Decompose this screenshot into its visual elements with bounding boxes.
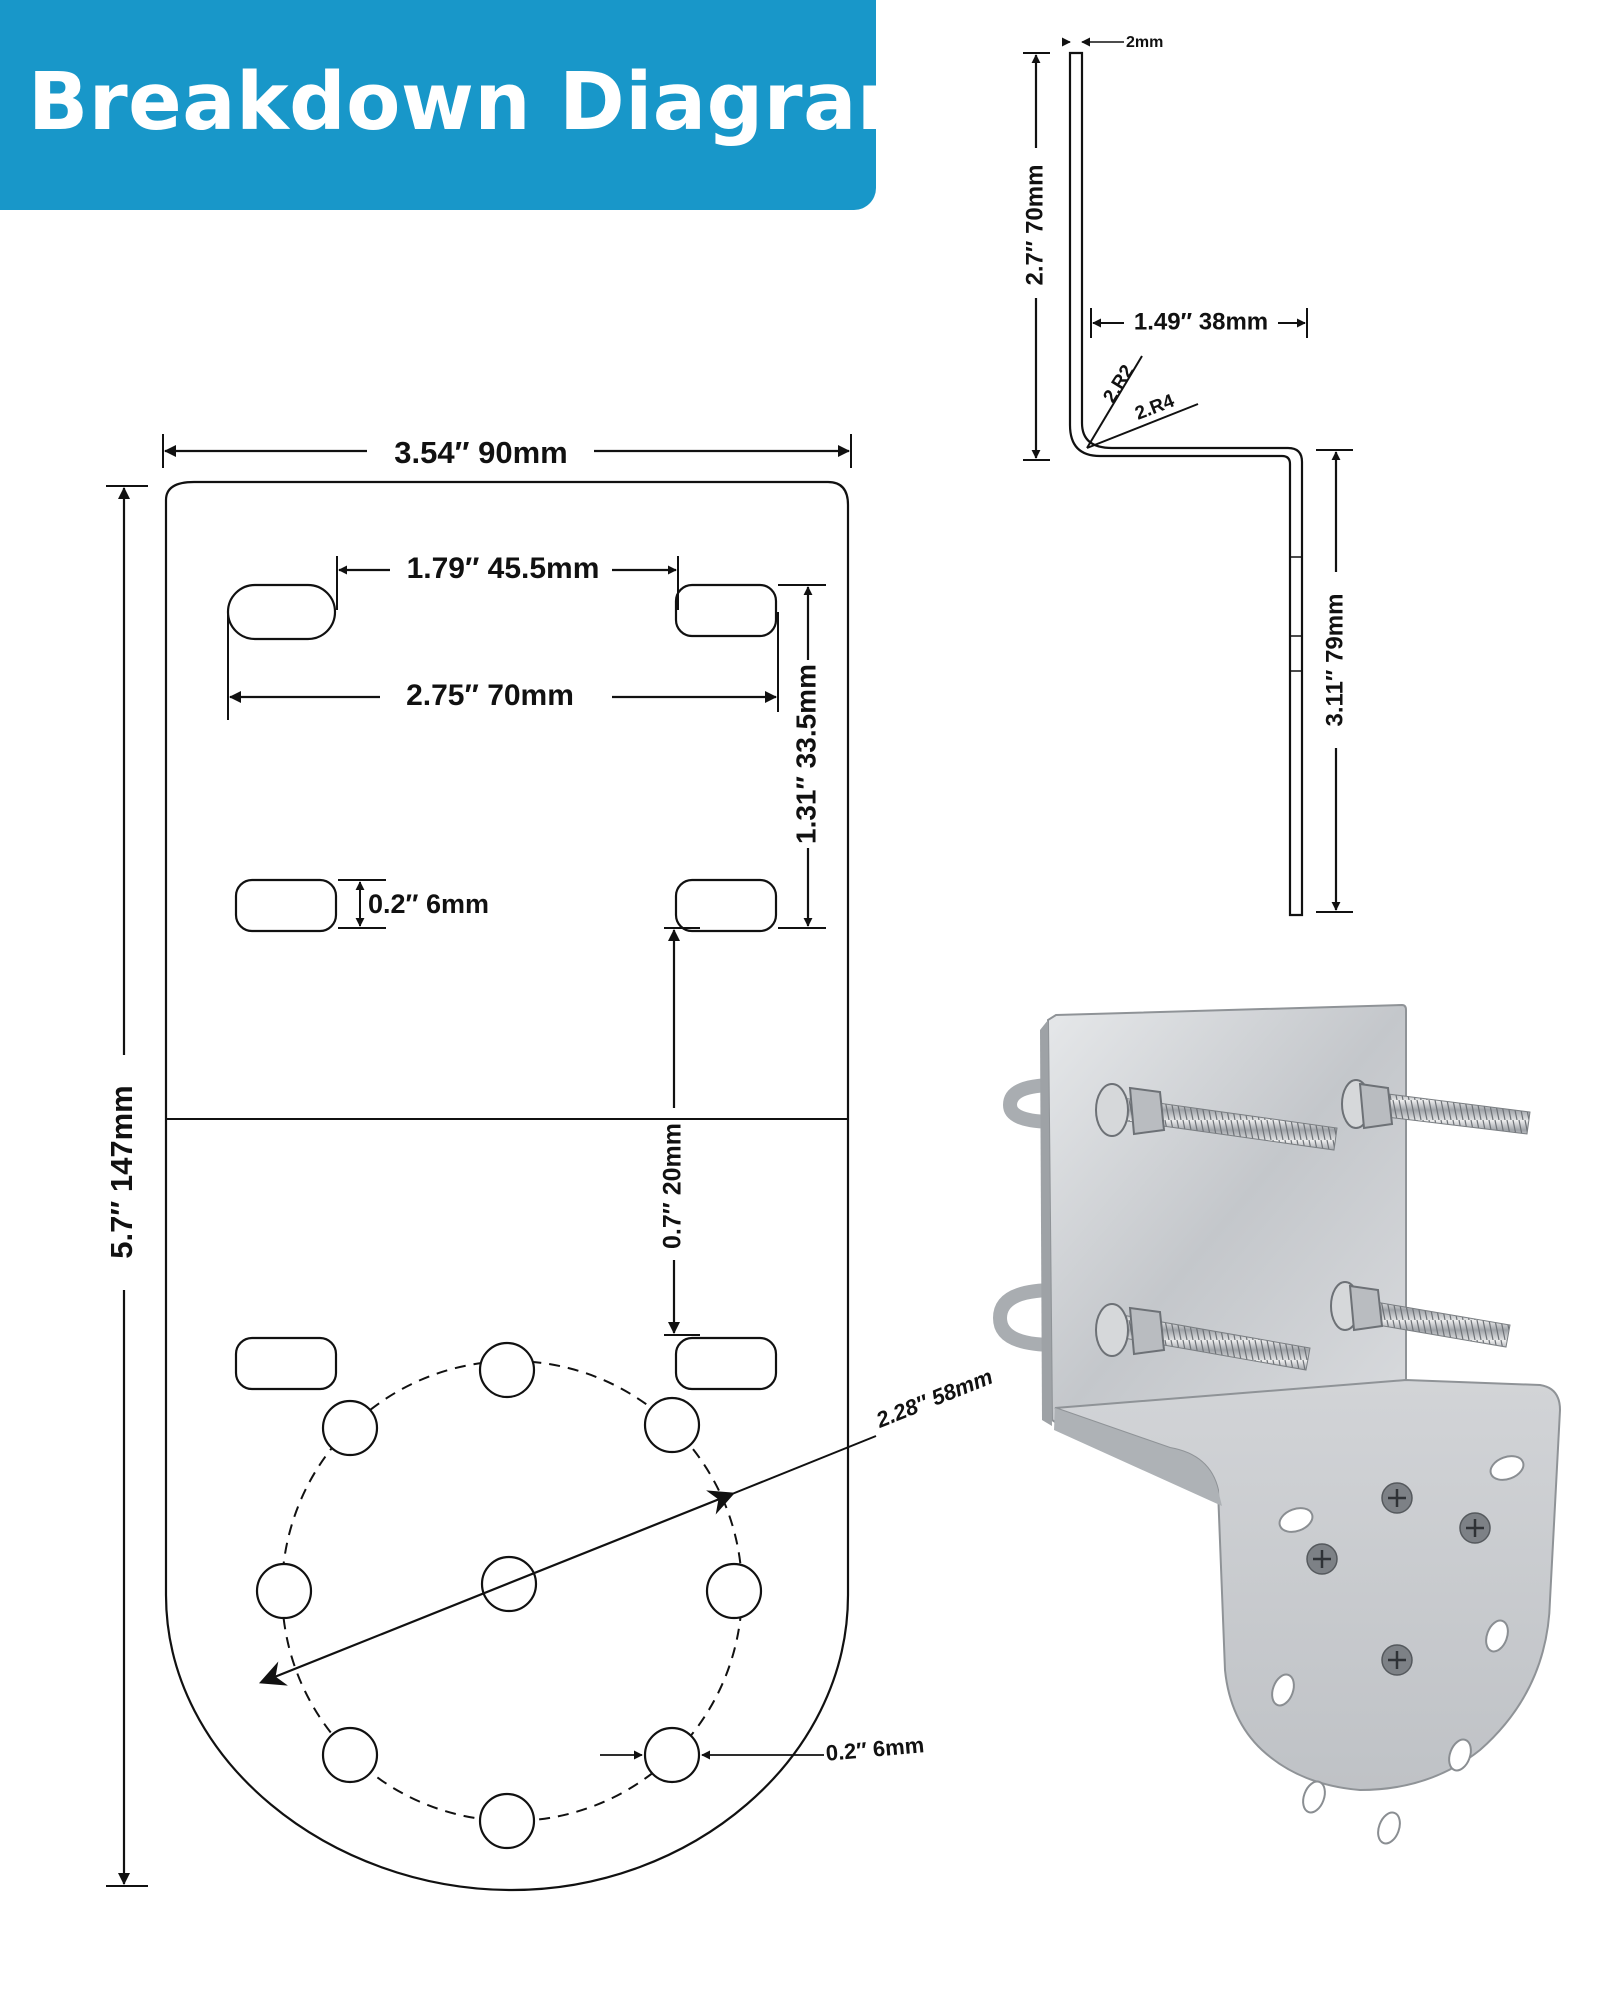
thickness-label: 2mm <box>1126 34 1163 51</box>
bolt-circle-diameter-label: 2.28″ 58mm <box>872 1364 996 1433</box>
slot-mid-left <box>234 878 338 933</box>
profile-outline <box>1068 51 1304 917</box>
hole <box>321 1399 379 1457</box>
slot-top-left <box>226 583 337 641</box>
hole <box>478 1792 536 1850</box>
hole-diameter-label: 0.2″ 6mm <box>825 1732 925 1765</box>
slot-to-lower-slot-label: 0.7″ 20mm <box>659 1123 687 1249</box>
inner-radius-label: 2.R2 <box>1099 361 1138 406</box>
hole <box>321 1726 379 1784</box>
upper-leg-label: 2.7″ 70mm <box>1021 165 1048 286</box>
bolt-holes <box>255 1341 763 1850</box>
page-title: Breakdown Diagram <box>28 56 940 148</box>
title-banner: Breakdown Diagram <box>0 0 939 210</box>
slot-top-right <box>674 583 778 638</box>
slot-vertical-spacing-label: 1.31″ 33.5mm <box>790 664 821 844</box>
hole <box>478 1341 536 1399</box>
slot-outer-spacing-label: 2.75″ 70mm <box>406 679 574 712</box>
hole <box>705 1562 763 1620</box>
plate-height-label: 5.7″ 147mm <box>104 1085 139 1258</box>
slot-mid-right <box>674 878 778 933</box>
offset-label: 1.49″ 38mm <box>1134 308 1268 335</box>
front-plate: 3.54″ 90mm 5.7″ 147mm 1.79″ 45.5mm 2.75″… <box>104 434 996 1892</box>
lower-leg-label: 3.11″ 79mm <box>1321 594 1348 727</box>
hole <box>255 1562 313 1620</box>
outer-radius-label: 2.R4 <box>1132 391 1177 425</box>
plate-outline <box>164 480 850 1892</box>
hole <box>643 1396 701 1454</box>
slot-low-left <box>234 1336 338 1391</box>
side-profile: 2mm 2.7″ 70mm 1.49″ 38mm 2.R2 2.R4 3.11″… <box>1021 34 1353 917</box>
plate-width-label: 3.54″ 90mm <box>394 435 567 470</box>
slot-height-label: 0.2″ 6mm <box>368 889 489 919</box>
slot-inner-spacing-label: 1.79″ 45.5mm <box>407 552 600 585</box>
hole <box>643 1726 701 1784</box>
bracket-photo <box>992 1003 1562 1845</box>
slot-low-right <box>674 1336 778 1391</box>
